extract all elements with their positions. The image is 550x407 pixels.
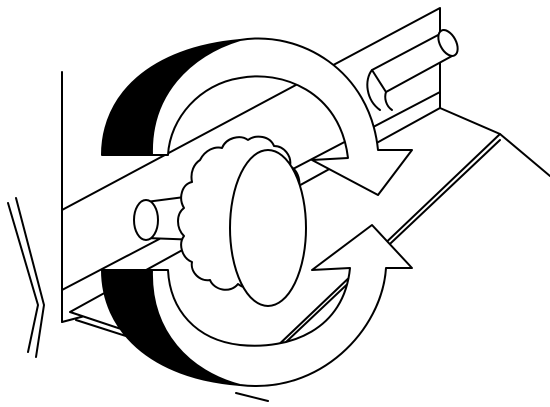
fluted-knob [177,135,307,307]
rotation-arrow-bottom [150,224,413,388]
rotation-arrow-top [150,37,413,196]
mounting-bracket [7,197,45,358]
guide-rod [366,29,459,111]
